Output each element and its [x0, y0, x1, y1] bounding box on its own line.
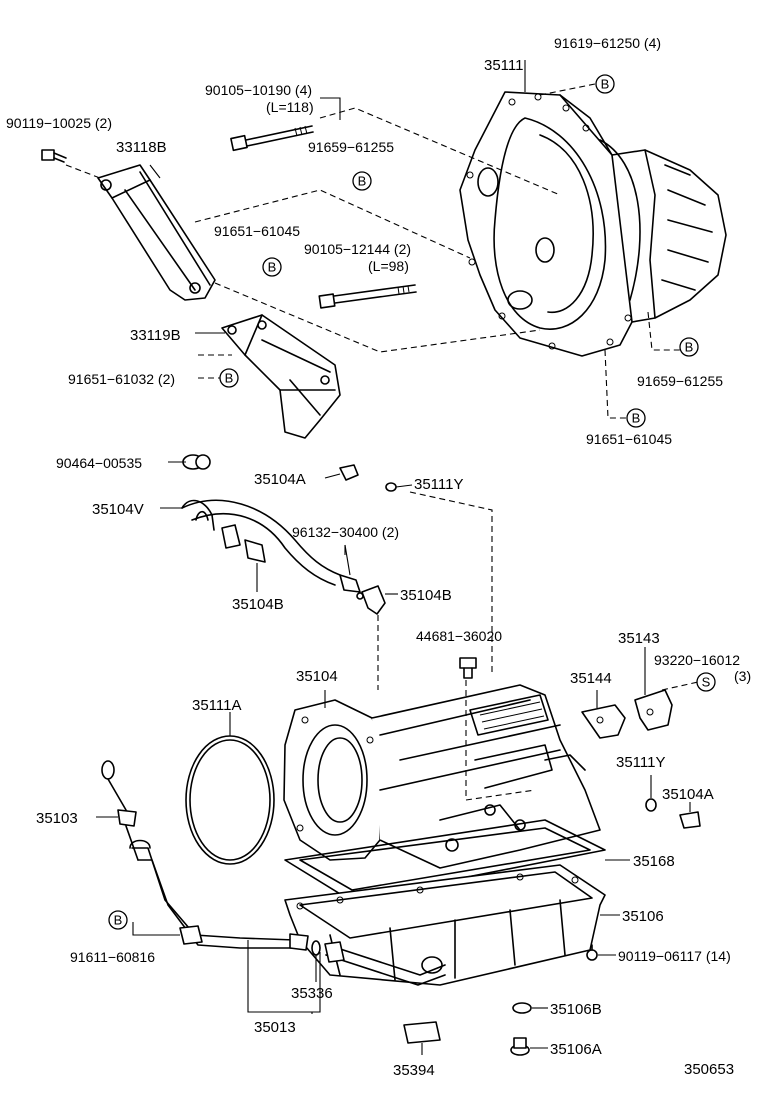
label-35106: 35106: [622, 908, 664, 925]
plug-35104a-mid[interactable]: [679, 802, 701, 829]
label-90119-10025: 90119−10025 (2): [6, 115, 112, 131]
bracket-33118b[interactable]: [97, 164, 216, 301]
washer-35106b[interactable]: [512, 1002, 548, 1014]
badge-b-91651-top: B: [262, 257, 282, 277]
seal-35394[interactable]: [403, 1021, 441, 1055]
label-35106a: 35106A: [550, 1041, 602, 1058]
label-90119-06117: 90119−06117 (14): [618, 948, 731, 964]
label-91611-60816: 91611−60816: [70, 949, 155, 965]
label-90105-10190-length: (L=118): [266, 99, 314, 115]
o-ring-35111y-mid[interactable]: [645, 775, 657, 812]
diagram-reference-number: 350653: [684, 1061, 734, 1078]
pipe-union: [324, 941, 446, 986]
gasket-35111a[interactable]: [185, 712, 275, 865]
label-91619-61250: 91619−61250 (4): [554, 35, 661, 51]
label-96132-30400: 96132−30400 (2): [292, 524, 399, 540]
badge-b-91651-right: B: [626, 408, 646, 428]
label-35103: 35103: [36, 810, 78, 827]
svg-text:B: B: [632, 411, 641, 426]
label-44681-36020: 44681−36020: [416, 628, 502, 644]
badge-b-91659-right: B: [679, 337, 699, 357]
union-35104b-right[interactable]: [356, 585, 398, 690]
svg-text:B: B: [225, 371, 234, 386]
label-33118b: 33118B: [116, 139, 167, 156]
label-35106b: 35106B: [550, 1001, 602, 1018]
bolt-90119-10025[interactable]: [41, 149, 67, 163]
label-91651-61045-top: 91651−61045: [214, 223, 300, 239]
bracket-33119b[interactable]: [221, 314, 341, 439]
oil-pan-35106[interactable]: [284, 864, 620, 986]
filler-tube-35013[interactable]: [129, 839, 309, 951]
label-35111: 35111: [484, 57, 524, 74]
badge-b-91651-left: B: [219, 368, 239, 388]
label-35104v: 35104V: [92, 501, 144, 518]
label-90105-12144-length: (L=98): [368, 258, 409, 274]
bell-housing-35111[interactable]: [459, 91, 727, 357]
label-35143: 35143: [618, 630, 660, 647]
transmission-case-35104[interactable]: [283, 684, 601, 869]
label-91651-61045-right: 91651−61045: [586, 431, 672, 447]
badge-b-top-right: B: [595, 74, 615, 94]
svg-text:S: S: [702, 675, 711, 690]
drain-plug-35106a[interactable]: [510, 1037, 548, 1056]
label-35336: 35336: [291, 985, 333, 1002]
label-35111y-mid: 35111Y: [616, 754, 666, 771]
bolt-90105-10190[interactable]: [230, 125, 314, 152]
badge-b-91659-top: B: [352, 171, 372, 191]
svg-text:B: B: [685, 340, 694, 355]
o-ring-35111y-top[interactable]: [385, 482, 413, 492]
badge-b-91611: B: [108, 910, 128, 930]
breather-hose-35104v[interactable]: [160, 499, 361, 593]
label-35104b-right: 35104B: [400, 587, 452, 604]
label-35168: 35168: [633, 853, 675, 870]
label-35111y-top: 35111Y: [414, 476, 464, 493]
label-35104a-mid: 35104A: [662, 786, 714, 803]
label-35144: 35144: [570, 670, 612, 687]
label-35013: 35013: [254, 1019, 296, 1036]
svg-text:B: B: [114, 913, 123, 928]
label-93220-16012-qty: (3): [734, 668, 751, 684]
label-91659-61255-right: 91659−61255: [637, 373, 723, 389]
label-91659-61255-top: 91659−61255: [308, 139, 394, 155]
label-90464-00535: 90464−00535: [56, 455, 142, 471]
badge-s-93220: S: [696, 672, 716, 692]
plate-35143[interactable]: [634, 647, 673, 731]
plug-35104a-top[interactable]: [324, 464, 359, 481]
bolt-90119-06117[interactable]: [586, 944, 616, 961]
svg-text:B: B: [268, 260, 277, 275]
clamp-90464-00535[interactable]: [168, 454, 211, 470]
label-35104: 35104: [296, 668, 338, 685]
label-90105-12144: 90105−12144 (2): [304, 241, 411, 257]
label-35104a-top: 35104A: [254, 471, 306, 488]
label-33119b: 33119B: [130, 327, 181, 344]
svg-text:B: B: [601, 77, 610, 92]
label-90105-10190: 90105−10190 (4): [205, 82, 312, 98]
label-93220-16012: 93220−16012: [654, 652, 740, 668]
plug-44681-36020[interactable]: [459, 657, 477, 679]
plate-35144[interactable]: [581, 690, 626, 739]
pan-gasket-35168[interactable]: [284, 819, 630, 901]
label-35111a: 35111A: [192, 697, 242, 714]
bolt-90105-12144[interactable]: [318, 284, 417, 309]
label-35104b-left: 35104B: [232, 596, 284, 613]
svg-text:B: B: [358, 174, 367, 189]
label-91651-61032: 91651−61032 (2): [68, 371, 175, 387]
label-35394: 35394: [393, 1062, 435, 1079]
dipstick-35103[interactable]: [96, 760, 139, 861]
